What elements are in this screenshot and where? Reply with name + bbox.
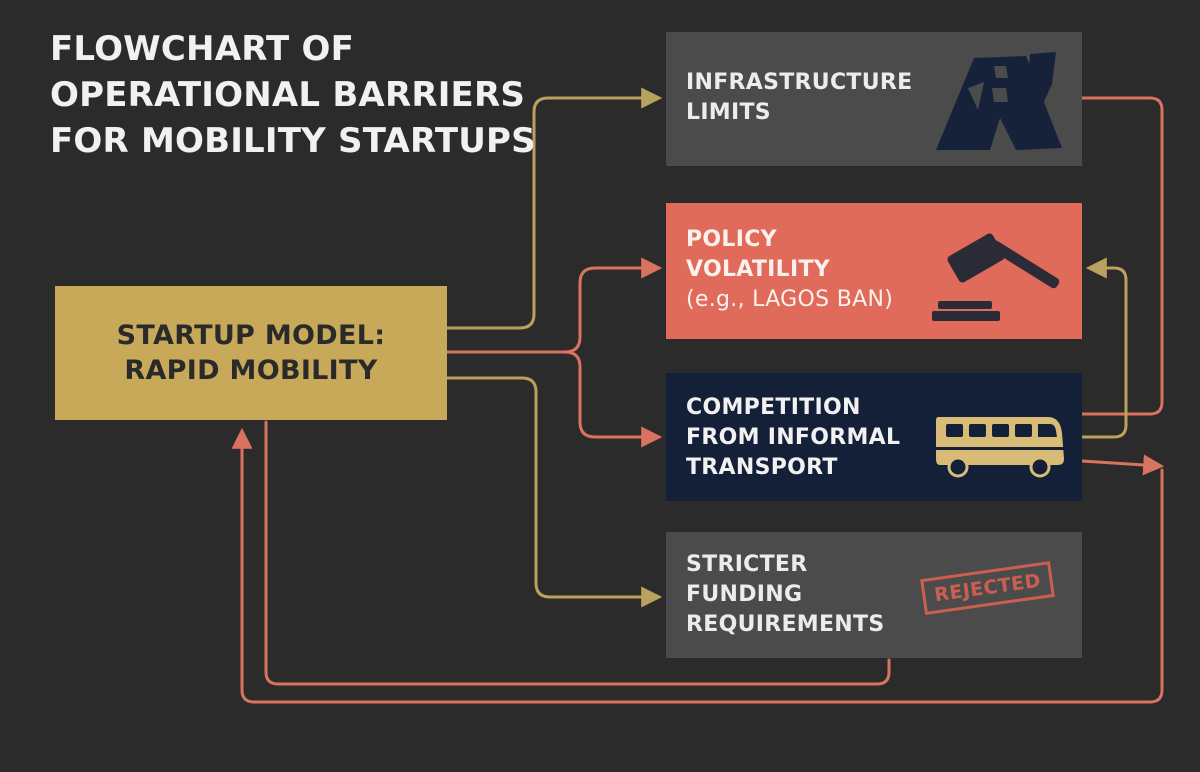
- bus-icon: [936, 417, 1064, 478]
- connector-outer-loop-to-start: [231, 427, 1164, 704]
- connector-start-to-competition: [563, 350, 663, 448]
- connector-funding-to-start: [264, 420, 891, 686]
- label-line: VOLATILITY: [686, 257, 831, 282]
- label-line: STRICTER: [686, 552, 808, 577]
- connector-start-to-policy: [445, 257, 663, 354]
- label-line: COMPETITION: [686, 395, 861, 420]
- gavel-icon: [932, 233, 1060, 321]
- connector-start-to-funding: [445, 376, 663, 608]
- stricter-funding-requirements-box: STRICTER FUNDING REQUIREMENTS REJECTED: [666, 532, 1082, 658]
- policy-volatility-label: POLICY VOLATILITY (e.g., LAGOS BAN): [686, 225, 893, 315]
- label-line: TRANSPORT: [686, 455, 838, 480]
- stricter-funding-requirements-label: STRICTER FUNDING REQUIREMENTS: [686, 550, 884, 640]
- startup-model-box: STARTUP MODEL: RAPID MOBILITY: [55, 286, 447, 420]
- label-line: STARTUP MODEL:: [116, 320, 386, 351]
- label-line: (e.g., LAGOS BAN): [686, 287, 894, 312]
- startup-model-label: STARTUP MODEL: RAPID MOBILITY: [55, 318, 447, 388]
- label-line: FUNDING: [686, 582, 803, 607]
- label-line: REQUIREMENTS: [686, 612, 885, 637]
- title-line: OPERATIONAL BARRIERS: [50, 75, 526, 115]
- policy-volatility-box: POLICY VOLATILITY (e.g., LAGOS BAN): [666, 203, 1082, 339]
- connector-infrastructure-to-competition: [1080, 96, 1164, 416]
- connector-competition-to-policy: [1080, 257, 1128, 439]
- infrastructure-limits-box: INFRASTRUCTURE LIMITS: [666, 32, 1082, 166]
- label-line: INFRASTRUCTURE: [686, 70, 913, 95]
- competition-informal-transport-box: COMPETITION FROM INFORMAL TRANSPORT: [666, 373, 1082, 501]
- label-line: LIMITS: [686, 100, 771, 125]
- title-line: FLOWCHART OF: [50, 29, 355, 69]
- connector-start-to-infrastructure: [445, 87, 663, 330]
- connector-competition-to-right-rail: [1080, 454, 1165, 476]
- label-line: POLICY: [686, 227, 777, 252]
- competition-informal-transport-label: COMPETITION FROM INFORMAL TRANSPORT: [686, 393, 900, 483]
- page-title: FLOWCHART OF OPERATIONAL BARRIERS FOR MO…: [50, 26, 536, 164]
- road-icon: [936, 52, 1062, 150]
- rejected-stamp-icon: REJECTED: [920, 561, 1056, 615]
- label-line: RAPID MOBILITY: [124, 355, 378, 386]
- title-line: FOR MOBILITY STARTUPS: [50, 121, 536, 161]
- infrastructure-limits-label: INFRASTRUCTURE LIMITS: [686, 68, 912, 128]
- label-line: FROM INFORMAL: [686, 425, 901, 450]
